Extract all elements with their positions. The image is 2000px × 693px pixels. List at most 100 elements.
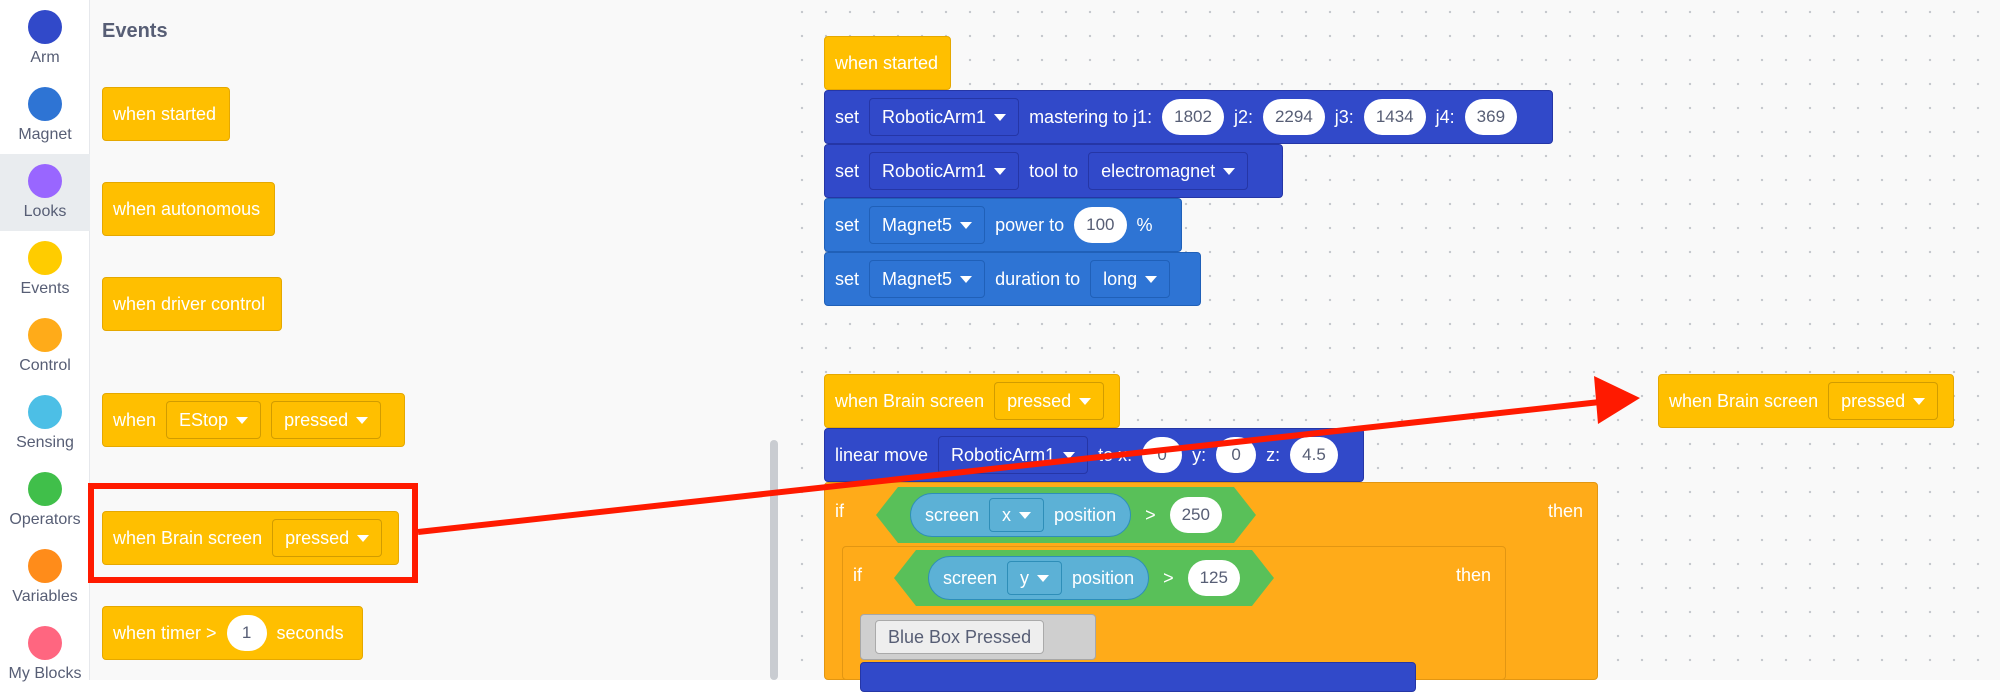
sensing-category-icon <box>28 395 62 429</box>
estop-event-dropdown[interactable]: pressed <box>271 401 382 439</box>
arm-device-dropdown[interactable]: RoboticArm1 <box>869 152 1020 190</box>
chevron-down-icon <box>1913 397 1926 405</box>
duration-label: duration to <box>995 268 1081 289</box>
set-label: set <box>835 160 860 181</box>
screen-y-position-block[interactable]: screen y position <box>928 556 1149 600</box>
chevron-down-icon <box>960 275 973 283</box>
j3-input[interactable]: 1434 <box>1363 99 1426 135</box>
set-label: set <box>835 106 860 127</box>
palette-scrollbar[interactable] <box>770 440 778 680</box>
magnet-device-dropdown[interactable]: Magnet5 <box>869 260 986 298</box>
j2-input[interactable]: 2294 <box>1262 99 1325 135</box>
linear-move-label: linear move <box>835 444 929 465</box>
brain-event-dropdown[interactable]: pressed <box>994 382 1105 420</box>
brain-event-dropdown[interactable]: pressed <box>272 519 383 557</box>
chevron-down-icon <box>1037 575 1049 582</box>
comment-block[interactable]: Blue Box Pressed <box>860 614 1096 660</box>
arm-category-icon <box>28 10 62 44</box>
screen-x-position-block[interactable]: screen x position <box>910 493 1131 537</box>
arm-device-dropdown[interactable]: RoboticArm1 <box>869 98 1020 136</box>
events-category-icon <box>28 241 62 275</box>
set-tool-block[interactable]: set RoboticArm1 tool to electromagnet <box>824 144 1283 198</box>
j4-input[interactable]: 369 <box>1464 99 1518 135</box>
percent-label: % <box>1136 214 1153 235</box>
category-my-blocks[interactable]: My Blocks <box>0 616 90 693</box>
category-arm[interactable]: Arm <box>0 0 90 77</box>
axis-y-dropdown[interactable]: y <box>1007 561 1062 595</box>
when-timer-block[interactable]: when timer > 1 seconds <box>102 585 363 660</box>
x-threshold-input[interactable]: 250 <box>1170 497 1222 533</box>
category-sensing[interactable]: Sensing <box>0 385 90 462</box>
compare-y-block[interactable]: screen y position > 125 <box>894 550 1274 606</box>
when-driver-control-label: when driver control <box>113 293 266 314</box>
chevron-down-icon <box>236 416 249 424</box>
set-duration-block[interactable]: set Magnet5 duration to long <box>824 252 1201 306</box>
chevron-down-icon <box>960 221 973 229</box>
variables-category-icon <box>28 549 62 583</box>
z-label: z: <box>1266 444 1281 465</box>
x-input[interactable]: 0 <box>1142 437 1183 473</box>
arm-device-dropdown[interactable]: RoboticArm1 <box>938 436 1089 474</box>
z-input[interactable]: 4.5 <box>1290 437 1338 473</box>
estop-dropdown[interactable]: EStop <box>166 401 262 439</box>
chevron-down-icon <box>1145 275 1158 283</box>
operators-category-icon <box>28 472 62 506</box>
comment-text: Blue Box Pressed <box>875 620 1045 654</box>
chevron-down-icon <box>1019 512 1031 519</box>
j1-input[interactable]: 1802 <box>1162 99 1224 135</box>
chevron-down-icon <box>994 113 1007 121</box>
set-power-block[interactable]: set Magnet5 power to 100 % <box>824 198 1182 252</box>
chevron-down-icon <box>994 167 1007 175</box>
y-input[interactable]: 0 <box>1216 437 1257 473</box>
dragged-event-dropdown[interactable]: pressed <box>1828 382 1939 420</box>
if-label: if <box>835 501 844 521</box>
category-looks[interactable]: Looks <box>0 154 90 231</box>
power-input[interactable]: 100 <box>1074 207 1127 243</box>
set-label: set <box>835 214 860 235</box>
j4-label: j4: <box>1435 106 1455 127</box>
linear-move-block[interactable]: linear move RoboticArm1 to x: 0 y: 0 z: … <box>824 428 1364 482</box>
then-label: then <box>1547 501 1583 521</box>
duration-dropdown[interactable]: long <box>1090 260 1171 298</box>
y-threshold-input[interactable]: 125 <box>1188 560 1240 596</box>
my-blocks-category-icon <box>28 626 62 660</box>
chevron-down-icon <box>357 534 370 542</box>
chevron-down-icon <box>1079 397 1092 405</box>
dragged-label: when Brain screen <box>1669 390 1819 411</box>
script2-hat-label: when Brain screen <box>835 390 985 411</box>
category-magnet[interactable]: Magnet <box>0 77 90 154</box>
compare-x-block[interactable]: screen x position > 250 <box>876 487 1256 543</box>
when-brain-screen-label: when Brain screen <box>113 527 263 548</box>
chevron-down-icon <box>1223 167 1236 175</box>
when-autonomous-block[interactable]: when autonomous <box>102 161 275 236</box>
when-started-block[interactable]: when started <box>102 66 230 141</box>
script1-hat-label: when started <box>835 52 939 73</box>
set-label: set <box>835 268 860 289</box>
category-sidebar: Arm Magnet Looks Events Control Sensing … <box>0 0 90 682</box>
script2-when-brain-block[interactable]: when Brain screen pressed <box>824 353 1120 428</box>
timer-value-input[interactable]: 1 <box>226 615 267 651</box>
when-label: when <box>113 409 157 430</box>
control-category-icon <box>28 318 62 352</box>
when-autonomous-label: when autonomous <box>113 198 261 219</box>
category-events[interactable]: Events <box>0 231 90 308</box>
chevron-down-icon <box>356 416 369 424</box>
highlight-box <box>88 483 418 583</box>
when-estop-block[interactable]: when EStop pressed <box>102 372 405 447</box>
dragged-when-brain-block[interactable]: when Brain screen pressed <box>1658 353 1954 428</box>
greater-than-label: > <box>1163 567 1174 588</box>
category-variables[interactable]: Variables <box>0 539 90 616</box>
when-driver-control-block[interactable]: when driver control <box>102 256 282 331</box>
set-mastering-block[interactable]: set RoboticArm1 mastering to j1: 1802 j2… <box>824 90 1553 144</box>
seconds-label: seconds <box>276 622 344 643</box>
magnet-device-dropdown[interactable]: Magnet5 <box>869 206 986 244</box>
axis-x-dropdown[interactable]: x <box>989 498 1044 532</box>
category-operators[interactable]: Operators <box>0 462 90 539</box>
partial-arm-block[interactable] <box>860 662 1416 692</box>
mastering-label: mastering to j1: <box>1029 106 1153 127</box>
category-control[interactable]: Control <box>0 308 90 385</box>
script1-when-started-block[interactable]: when started <box>824 15 951 90</box>
j3-label: j3: <box>1334 106 1354 127</box>
tool-dropdown[interactable]: electromagnet <box>1088 152 1249 190</box>
then-label: then <box>1455 565 1491 585</box>
